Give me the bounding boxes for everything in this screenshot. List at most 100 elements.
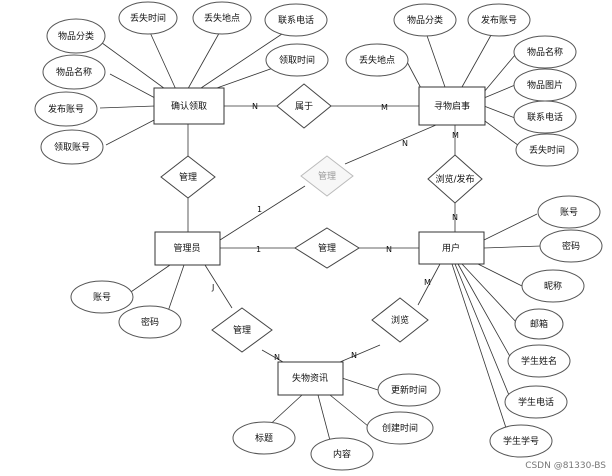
attribute-password: 密码 [118,305,182,339]
attribute-create-time: 创建时间 [366,411,434,445]
cardinality-label: 1 [257,205,262,214]
attribute-student-phone: 学生电话 [504,385,568,419]
attribute-lost-time: 丢失时间 [118,1,178,35]
attribute-title: 标题 [232,421,296,455]
attribute-label: 内容 [333,448,351,460]
attribute-label: 昵称 [544,280,562,292]
relation-edges [187,105,456,363]
attribute-publish-account: 发布账号 [467,3,531,37]
attribute-label: 学生电话 [518,396,554,408]
cardinality-labels: N M N 1 M N 1 N J N N M [211,102,459,362]
attribute-item-image: 物品图片 [513,68,577,102]
cardinality-label: M [424,278,431,287]
attribute-label: 创建时间 [382,422,418,434]
watermark-text: CSDN @81330-BS [525,461,606,471]
attribute-label: 物品分类 [407,14,443,26]
attribute-edges [97,27,542,449]
entity-user: 用户 [418,231,485,265]
relation-label: 管理 [179,171,197,183]
attribute-account: 账号 [70,280,134,314]
cardinality-label: N [274,353,280,362]
attribute-label: 丢失地点 [359,54,395,66]
attribute-label: 联系电话 [527,111,563,123]
attribute-label: 更新时间 [391,384,427,396]
attribute-item-category: 物品分类 [46,18,106,54]
relation-label: 属于 [295,101,313,112]
attribute-label: 丢失时间 [130,12,166,24]
cardinality-label: N [452,213,458,222]
attribute-account: 账号 [537,195,601,229]
cardinality-label: J [211,283,214,292]
attribute-contact-phone: 联系电话 [513,100,577,134]
attribute-claim-time: 领取时间 [265,43,329,77]
attribute-label: 账号 [93,292,111,303]
attribute-label: 密码 [141,316,159,328]
attribute-label: 邮箱 [530,318,548,330]
cardinality-label: M [381,103,388,112]
attribute-label: 物品名称 [527,46,563,58]
relation-label: 管理 [318,170,336,182]
attribute-claim-account: 领取账号 [40,129,104,165]
cardinality-label: N [386,245,392,254]
attribute-label: 物品分类 [58,30,94,42]
relation-manage-user: 管理 [294,227,360,269]
entity-label: 管理员 [173,242,200,254]
cardinality-label: N [351,351,357,360]
relation-manage-info: 管理 [211,307,273,353]
entity-admin: 管理员 [154,231,221,266]
cardinality-label: N [402,139,408,148]
attribute-label: 发布账号 [48,103,84,115]
attribute-label: 账号 [560,207,578,218]
attribute-publish-account: 发布账号 [34,91,98,127]
attribute-student-id: 学生学号 [489,424,553,458]
relation-manage-faded: 管理 [300,155,354,197]
attribute-label: 领取账号 [54,141,90,153]
attribute-update-time: 更新时间 [377,373,441,407]
cardinality-label: 1 [256,245,261,254]
attribute-label: 发布账号 [481,14,517,26]
entity-label: 用户 [442,242,460,254]
relation-manage-confirm: 管理 [160,155,216,199]
attribute-contact-phone: 联系电话 [264,3,328,37]
relation-publish-browse: 浏览/发布 [427,154,483,204]
entity-label: 确认领取 [171,100,207,112]
attribute-email: 邮箱 [514,308,564,340]
attribute-label: 联系电话 [278,14,314,26]
cardinality-label: M [452,131,459,140]
relation-label: 管理 [233,324,251,336]
lost-info-attributes: 更新时间 创建时间 标题 内容 [232,373,441,471]
attribute-content: 内容 [310,437,374,471]
attribute-label: 密码 [562,240,580,252]
attribute-label: 丢失时间 [529,144,565,156]
entity-lost-notice: 寻物启事 [418,86,486,126]
attribute-lost-place: 丢失地点 [345,43,409,77]
entity-lost-info: 失物资讯 [277,361,344,396]
attribute-lost-place: 丢失地点 [192,1,252,35]
attribute-label: 物品图片 [527,79,563,91]
attribute-item-name: 物品名称 [513,35,577,69]
entity-confirm-claim: 确认领取 [153,87,225,125]
attribute-password: 密码 [539,229,603,263]
attribute-student-name: 学生姓名 [507,344,571,378]
attribute-label: 学生学号 [503,435,539,447]
cardinality-label: N [252,102,258,111]
lost-notice-attributes: 物品分类 发布账号 丢失地点 物品名称 物品图片 联系电话 丢失时间 [345,3,579,167]
user-attributes: 账号 密码 昵称 邮箱 学生姓名 学生电话 学生学号 [489,195,603,458]
relation-label: 浏览 [391,314,409,326]
attribute-label: 学生姓名 [521,355,557,367]
entity-label: 寻物启事 [434,100,470,112]
relation-browse: 浏览 [371,297,429,343]
attribute-label: 领取时间 [279,54,315,66]
admin-attributes: 账号 密码 [70,280,182,339]
attribute-label: 物品名称 [56,66,92,78]
relation-belongs: 属于 [276,83,332,129]
attribute-label: 标题 [255,432,273,444]
attribute-lost-time: 丢失时间 [515,133,579,167]
attribute-item-name: 物品名称 [42,54,106,90]
entity-label: 失物资讯 [292,372,328,384]
confirm-claim-attributes: 物品分类 丢失时间 丢失地点 联系电话 领取时间 物品名称 发布账号 领取账号 [34,1,329,165]
attribute-item-category: 物品分类 [393,3,457,37]
relation-label: 浏览/发布 [435,173,474,185]
attribute-nickname: 昵称 [521,269,585,303]
